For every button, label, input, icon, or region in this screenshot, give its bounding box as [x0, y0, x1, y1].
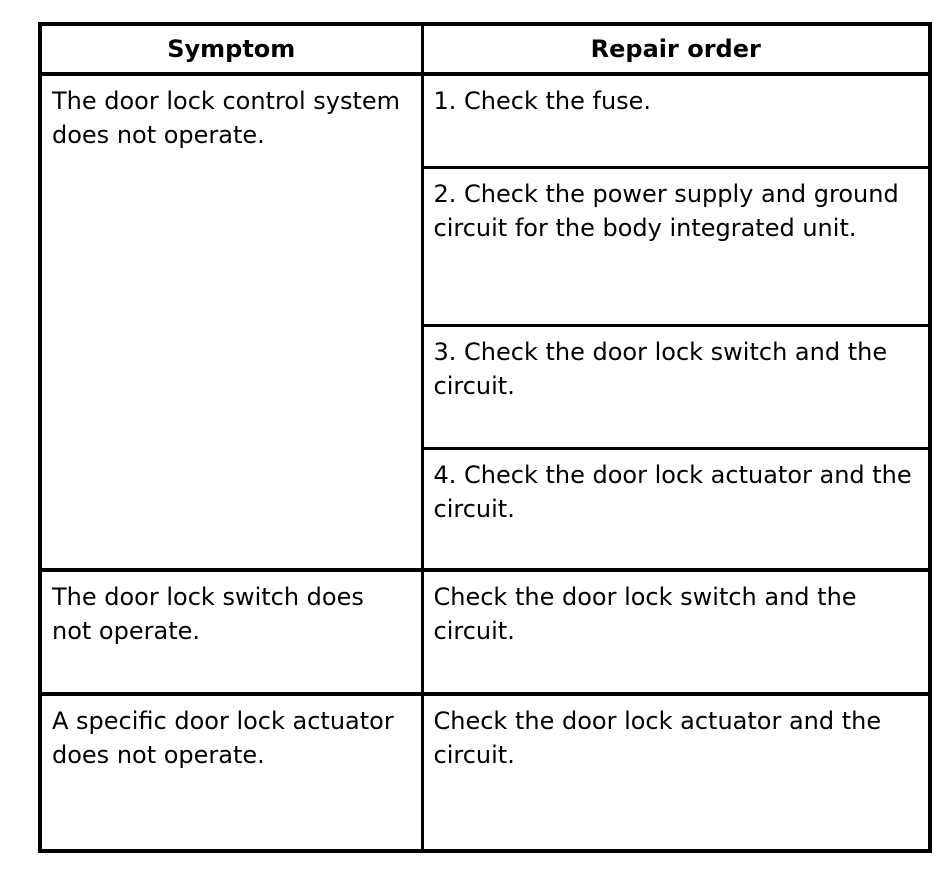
symptom-repair-table: Symptom Repair order The door lock contr…: [38, 22, 932, 853]
column-header-symptom: Symptom: [38, 22, 424, 76]
repair-order-cell-step-4: 4. Check the door lock actuator and the …: [420, 446, 932, 572]
table-row: The door lock control system does not op…: [38, 72, 932, 572]
table-header-row: Symptom Repair order: [38, 22, 932, 76]
symptom-cell-door-lock-switch: The door lock switch does not operate.: [38, 568, 424, 696]
symptom-cell-door-lock-control-system: The door lock control system does not op…: [38, 72, 424, 572]
symptom-cell-specific-actuator: A specific door lock actuator does not o…: [38, 692, 424, 853]
repair-order-cell-step-2: 2. Check the power supply and ground cir…: [420, 165, 932, 327]
repair-order-cell-step-3: 3. Check the door lock switch and the ci…: [420, 323, 932, 450]
table-row: 4. Check the door lock actuator and the …: [40, 446, 932, 572]
repair-order-cell-step-1: 1. Check the fuse.: [420, 72, 932, 169]
table-row: The door lock switch does not operate. C…: [38, 568, 932, 696]
repair-order-cell-actuator: Check the door lock actuator and the cir…: [420, 692, 932, 853]
column-header-repair-order: Repair order: [420, 22, 932, 76]
table-row: A specific door lock actuator does not o…: [38, 692, 932, 853]
table-row: 3. Check the door lock switch and the ci…: [40, 323, 932, 450]
repair-order-cell-switch: Check the door lock switch and the circu…: [420, 568, 932, 696]
table-row: 2. Check the power supply and ground cir…: [40, 165, 932, 327]
